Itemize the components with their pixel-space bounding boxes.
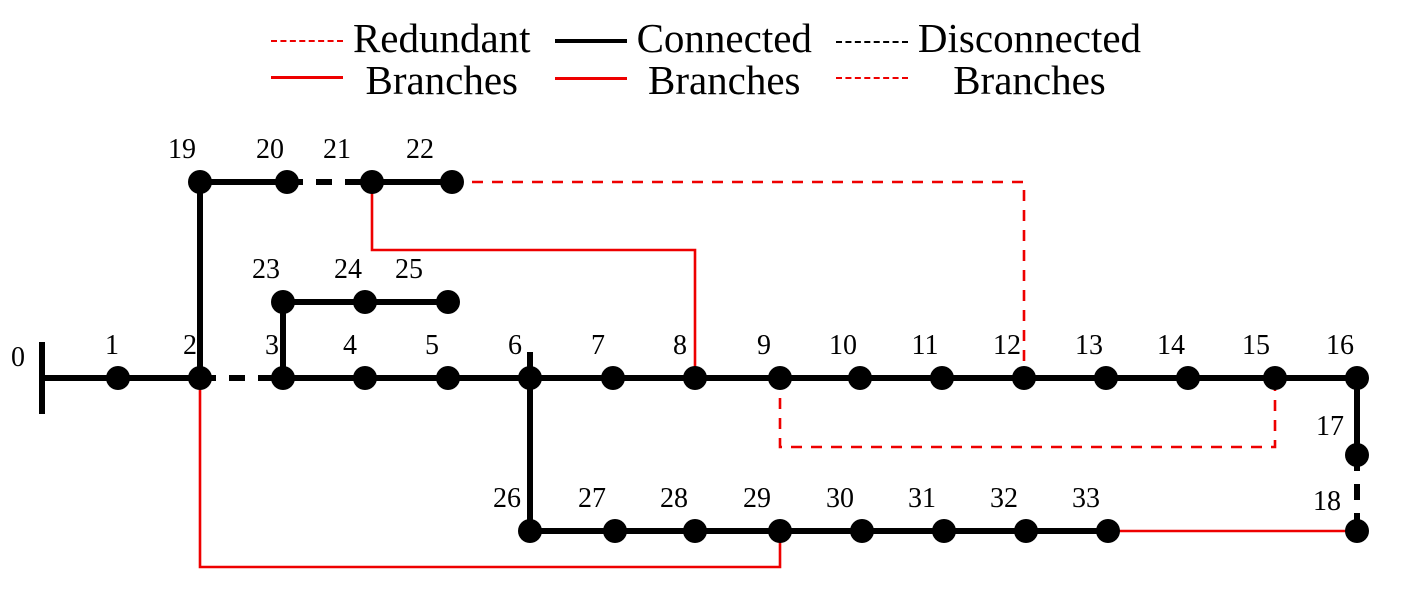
node-1[interactable]: [106, 366, 130, 390]
edge-22-12-tie: [452, 180, 1026, 378]
node-25[interactable]: [436, 290, 460, 314]
node-label-14: 14: [1157, 330, 1185, 361]
node-label-7: 7: [591, 330, 605, 361]
node-32[interactable]: [1014, 519, 1038, 543]
node-label-22: 22: [406, 134, 434, 165]
node-9[interactable]: [768, 366, 792, 390]
node-label-31: 31: [908, 483, 936, 514]
node-label-33: 33: [1072, 483, 1100, 514]
node-label-29: 29: [743, 483, 771, 514]
node-label-20: 20: [256, 134, 284, 165]
node-11[interactable]: [930, 366, 954, 390]
node-label-3: 3: [265, 330, 279, 361]
node-26[interactable]: [518, 519, 542, 543]
node-29[interactable]: [768, 519, 792, 543]
edge-2-29-tie: [198, 378, 782, 569]
node-label-19: 19: [168, 134, 196, 165]
node-label-27: 27: [578, 483, 606, 514]
node-label-17: 17: [1316, 411, 1344, 442]
edge-21-8-tie: [370, 182, 697, 378]
node-label-26: 26: [493, 483, 521, 514]
node-5[interactable]: [436, 366, 460, 390]
node-20[interactable]: [275, 170, 299, 194]
node-22[interactable]: [440, 170, 464, 194]
node-27[interactable]: [603, 519, 627, 543]
node-21[interactable]: [360, 170, 384, 194]
node-7[interactable]: [601, 366, 625, 390]
node-2[interactable]: [188, 366, 212, 390]
node-label-13: 13: [1075, 330, 1103, 361]
node-3[interactable]: [271, 366, 295, 390]
node-31[interactable]: [932, 519, 956, 543]
node-label-0: 0: [11, 342, 25, 373]
node-label-6: 6: [508, 330, 522, 361]
node-label-16: 16: [1326, 330, 1354, 361]
node-18[interactable]: [1345, 519, 1369, 543]
node-19[interactable]: [188, 170, 212, 194]
node-label-25: 25: [395, 254, 423, 285]
node-label-11: 11: [911, 330, 939, 361]
node-28[interactable]: [683, 519, 707, 543]
node-label-9: 9: [757, 330, 771, 361]
node-label-1: 1: [105, 330, 119, 361]
node-17[interactable]: [1345, 443, 1369, 467]
node-16[interactable]: [1345, 366, 1369, 390]
node-label-4: 4: [343, 330, 357, 361]
node-4[interactable]: [353, 366, 377, 390]
node-8[interactable]: [683, 366, 707, 390]
node-label-18: 18: [1313, 486, 1341, 517]
node-label-12: 12: [993, 330, 1021, 361]
node-label-30: 30: [826, 483, 854, 514]
node-label-15: 15: [1242, 330, 1270, 361]
node-33[interactable]: [1096, 519, 1120, 543]
node-23[interactable]: [271, 290, 295, 314]
node-label-8: 8: [673, 330, 687, 361]
node-14[interactable]: [1176, 366, 1200, 390]
node-label-23: 23: [252, 254, 280, 285]
node-6[interactable]: [518, 366, 542, 390]
node-24[interactable]: [353, 290, 377, 314]
node-label-2: 2: [183, 330, 197, 361]
node-label-5: 5: [425, 330, 439, 361]
node-12[interactable]: [1012, 366, 1036, 390]
node-15[interactable]: [1263, 366, 1287, 390]
node-label-28: 28: [660, 483, 688, 514]
node-label-21: 21: [323, 134, 351, 165]
node-label-10: 10: [829, 330, 857, 361]
node-label-24: 24: [334, 254, 362, 285]
node-label-32: 32: [990, 483, 1018, 514]
node-13[interactable]: [1094, 366, 1118, 390]
node-10[interactable]: [848, 366, 872, 390]
node-30[interactable]: [850, 519, 874, 543]
